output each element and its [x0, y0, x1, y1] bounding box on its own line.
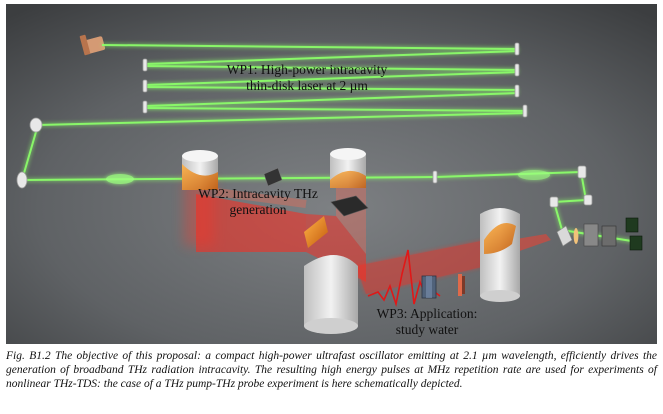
wp1-label-line2: thin-disk laser at 2 µm — [202, 78, 412, 94]
wp1-label-line1: WP1: High-power intracavity — [202, 62, 412, 78]
wp2-label-line1: WP2: Intracavity THz — [188, 186, 328, 202]
figure-caption: Fig. B1.2 The objective of this proposal… — [6, 349, 657, 392]
off-axis-mirror-left — [182, 150, 218, 190]
optical-setup-drawing — [6, 4, 657, 344]
wp3-label-line2: study water — [362, 322, 492, 338]
wp3-label-line1: WP3: Application: — [362, 306, 492, 322]
parabolic-mirror-right — [480, 208, 520, 302]
electro-optic-crystal — [458, 274, 465, 296]
off-axis-mirror-middle — [330, 148, 366, 188]
wp2-label-line2: generation — [188, 202, 328, 218]
parabolic-mirror-bottom — [304, 255, 358, 334]
setup-illustration: WP1: High-power intracavity thin-disk la… — [6, 4, 657, 344]
wp1-label: WP1: High-power intracavity thin-disk la… — [202, 62, 412, 94]
water-sample — [422, 276, 436, 298]
wp3-label: WP3: Application: study water — [362, 306, 492, 338]
wp2-label: WP2: Intracavity THz generation — [188, 186, 328, 218]
